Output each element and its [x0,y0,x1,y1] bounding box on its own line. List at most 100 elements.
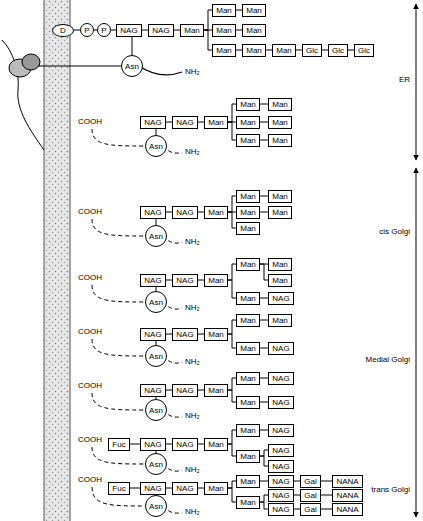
glycosidic-link [228,320,236,334]
residue-label: NAG [272,426,289,435]
residue-label: NANA [336,477,358,486]
sugar-box: Fuc [108,438,130,451]
terminus-label: COOH [78,435,102,445]
terminus-label: NH₂ [185,237,200,247]
sugar-box: Man [268,314,292,327]
residue-label: NAG [144,330,161,339]
sugar-box: Man [236,424,260,437]
residue-label: Man [240,374,256,383]
glycosidic-link [321,481,332,482]
residue-label: Man [184,26,200,35]
polypeptide [92,129,145,146]
sugar-box: NAG [140,116,166,129]
residue-label: Gal [304,477,316,486]
residue-label: Man [276,46,292,55]
glycosidic-link [260,456,268,466]
sugar-box: NAG [140,206,166,219]
residue-label: NAG [176,330,193,339]
sugar-box: Man [212,4,236,17]
sugar-box: NAG [268,489,294,502]
sugar-box: Man [268,206,292,219]
glycosidic-link [204,10,212,30]
residue-circle: P [80,23,94,37]
residue-label: Man [246,46,262,55]
residue-label: Man [208,484,224,493]
polypeptide [92,393,145,410]
residue-label: Man [208,330,224,339]
residue-circle: Asn [145,495,167,517]
polypeptide [92,285,145,302]
residue-label: Asn [149,502,163,511]
glycosidic-link [228,196,236,212]
sugar-box: NAG [268,503,294,516]
ribosome [22,54,40,70]
terminus-label: COOH [78,327,102,337]
glycosidic-link [228,104,236,122]
sugar-box: Man [236,496,260,509]
glycosidic-link [228,444,236,456]
glycosidic-link [130,488,140,489]
sugar-box: Gal [300,503,321,516]
sugar-box: Man [204,482,228,495]
residue-label: Man [216,26,232,35]
residue-circle: P [97,23,111,37]
glycosidic-link [228,212,236,228]
glycosidic-link [260,140,268,141]
sugar-box: NAG [268,372,294,385]
glycosidic-link [321,509,332,510]
residue-label: Gal [304,505,316,514]
sugar-box: Man [242,44,266,57]
sugar-box: Man [204,384,228,397]
sugar-box: NANA [332,475,363,488]
glycosidic-link [228,390,236,402]
sugar-box: NAG [140,274,166,287]
residue-label: NAG [272,294,289,303]
sugar-box: Man [236,258,260,271]
sugar-box: Glc [302,44,322,57]
sugar-box: Man [268,190,292,203]
terminus-label: NH₂ [185,411,200,421]
sugar-box: Man [236,475,260,488]
residue-label: Man [208,440,224,449]
residue-label: Man [208,276,224,285]
sugar-box: NAG [148,24,174,37]
glycosidic-link [228,488,236,502]
sugar-box: NANA [332,503,363,516]
residue-label: Man [240,136,256,145]
sugar-box: Man [204,328,228,341]
sugar-box: NAG [140,438,166,451]
residue-label: NAG [272,491,289,500]
sugar-box: Fuc [108,482,130,495]
sugar-box: NAG [172,438,198,451]
sugar-box: Man [204,438,228,451]
terminus-label: COOH [78,381,102,391]
terminus-label: COOH [78,475,102,485]
membrane [44,0,70,521]
glycosidic-link [260,502,268,509]
residue-circle: Asn [145,345,167,367]
sugar-box: Man [268,98,292,111]
sugar-box: Man [268,116,292,129]
residue-label: NAG [272,477,289,486]
sugar-box: Man [212,44,236,57]
glycosidic-link [228,280,236,298]
residue-label: Man [272,208,288,217]
residue-circle: Asn [121,55,143,77]
sugar-box: NAG [268,396,294,409]
terminus-label: NH₂ [185,303,200,313]
sugar-box: Man [236,342,260,355]
glycosidic-link [260,450,268,456]
glycosidic-link [260,348,268,349]
terminus-label: COOH [78,273,102,283]
residue-label: NANA [336,505,358,514]
membrane-edge [70,0,71,521]
residue-label: NAG [144,440,161,449]
sugar-box: NAG [268,475,294,488]
terminus-label: NH₂ [185,507,200,517]
glycosidic-link [228,481,236,488]
sugar-box: Man [268,274,292,287]
residue-label: Man [240,260,256,269]
residue-label: Asn [149,352,163,361]
stage-arrow [416,4,417,160]
residue-label: Man [240,477,256,486]
